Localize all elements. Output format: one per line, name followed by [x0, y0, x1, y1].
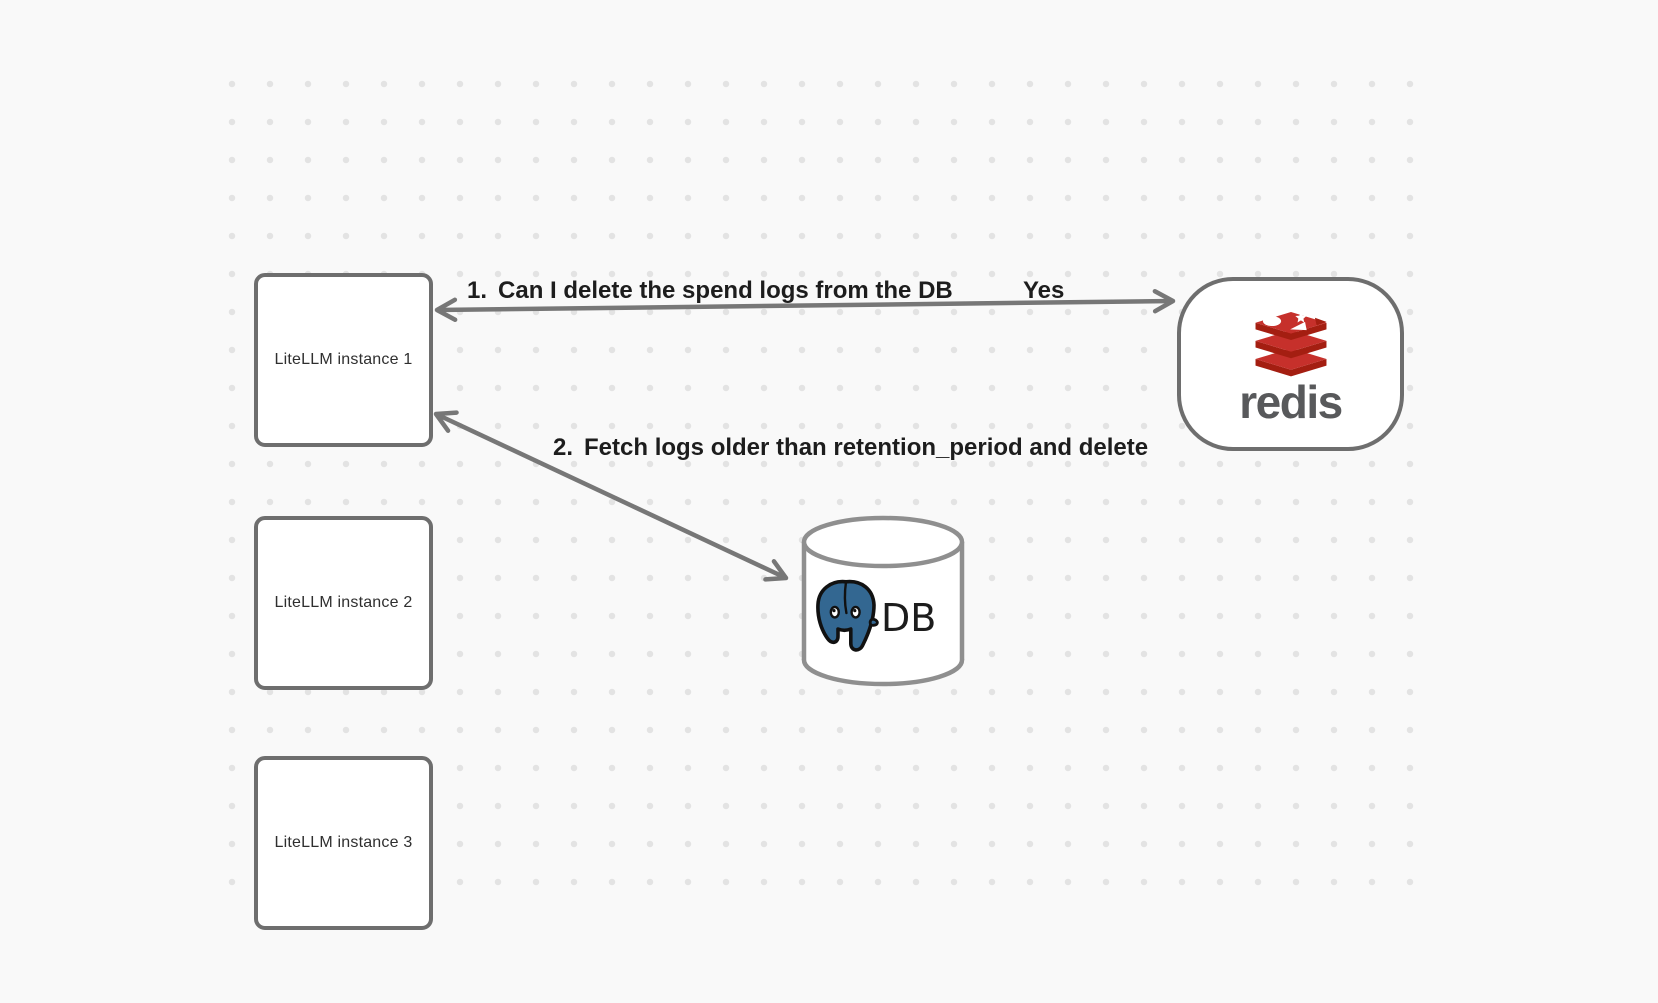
redis-logo-icon [1255, 311, 1326, 376]
postgresql-elephant-icon [816, 579, 879, 652]
node-litellm-instance-1[interactable]: LiteLLM instance 1 [254, 273, 433, 447]
db-cylinder-shape [801, 515, 965, 687]
edge1-label[interactable]: 1. Can I delete the spend logs from the D… [467, 277, 953, 305]
node-litellm-instance-3-label: LiteLLM instance 3 [274, 834, 413, 851]
node-litellm-instance-2[interactable]: LiteLLM instance 2 [254, 516, 433, 690]
node-litellm-instance-1-label: LiteLLM instance 1 [274, 351, 413, 368]
redis-wordmark: redis [1239, 375, 1343, 428]
edge1-response-label[interactable]: Yes [1023, 277, 1065, 304]
db-label: DB [881, 596, 937, 640]
node-redis[interactable]: redis [1177, 277, 1404, 451]
node-litellm-instance-2-label: LiteLLM instance 2 [274, 594, 413, 611]
node-db[interactable]: DB [797, 514, 969, 690]
edge2-text: Fetch logs older than retention_period a… [584, 434, 1149, 461]
edge2-label[interactable]: 2. Fetch logs older than retention_period… [553, 434, 1148, 462]
edge1-text: Can I delete the spend logs from the DB [498, 277, 953, 304]
node-litellm-instance-3[interactable]: LiteLLM instance 3 [254, 756, 433, 930]
edge2-number: 2. [553, 434, 574, 461]
edge1-number: 1. [467, 277, 488, 304]
